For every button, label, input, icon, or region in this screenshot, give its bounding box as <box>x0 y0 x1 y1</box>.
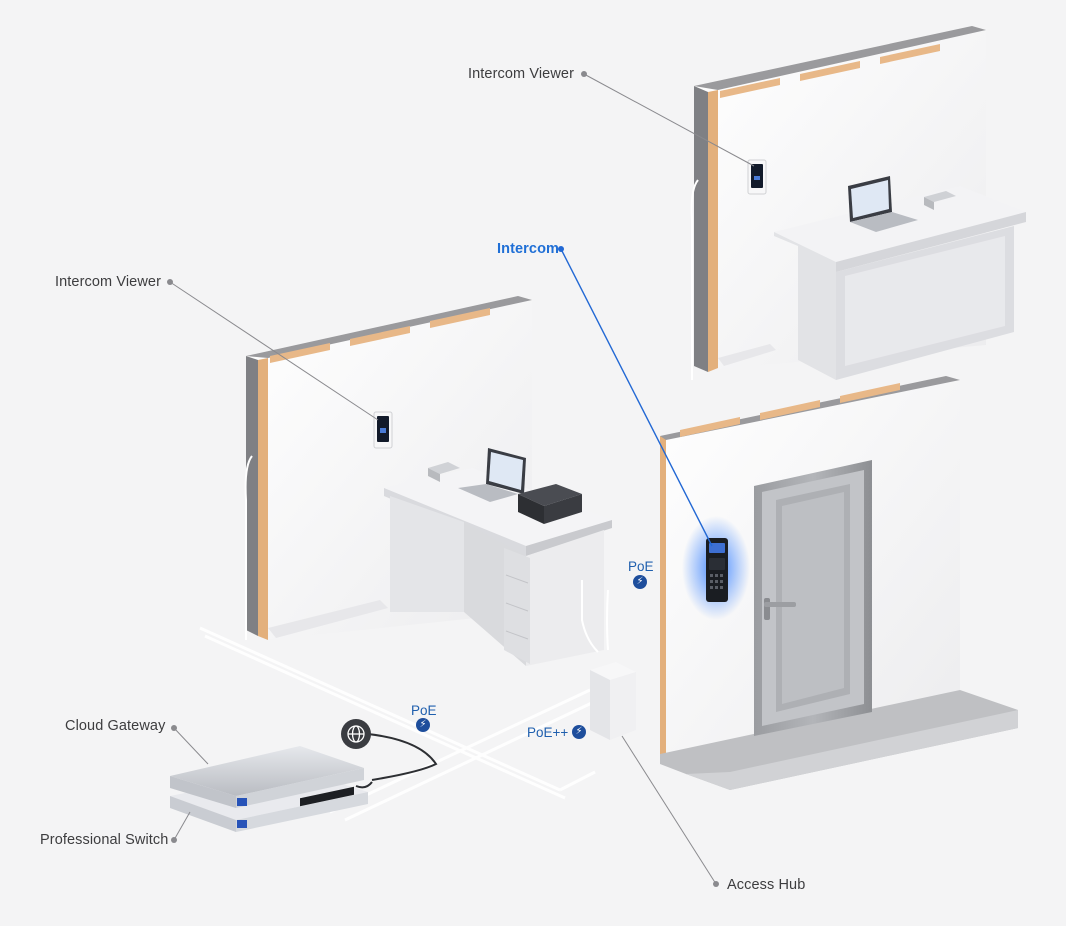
top-room <box>690 26 1026 380</box>
rack-devices <box>170 746 368 832</box>
bolt-icon: ⚡ <box>633 575 647 589</box>
internet-uplink <box>355 733 438 789</box>
label-intercom-viewer-top: Intercom Viewer <box>468 66 574 82</box>
bolt-icon: ⚡ <box>416 718 430 732</box>
left-room <box>244 296 612 666</box>
label-intercom: Intercom <box>497 241 560 257</box>
floor-cable-runs <box>199 626 599 822</box>
poe-switch-label: PoE <box>411 703 437 718</box>
poe-hub-label: PoE++ <box>527 725 569 740</box>
globe-icon <box>341 719 371 749</box>
bolt-icon: ⚡ <box>572 725 586 739</box>
label-access-hub: Access Hub <box>727 877 806 893</box>
door-wall <box>660 376 1018 790</box>
label-cloud-gateway: Cloud Gateway <box>65 718 166 734</box>
label-intercom-viewer-left: Intercom Viewer <box>55 274 161 290</box>
poe-door-label: PoE <box>628 559 654 574</box>
access-hub-device <box>581 580 636 740</box>
leader-dots <box>167 71 719 887</box>
label-professional-switch: Professional Switch <box>40 832 169 848</box>
leader-lines <box>169 73 755 885</box>
